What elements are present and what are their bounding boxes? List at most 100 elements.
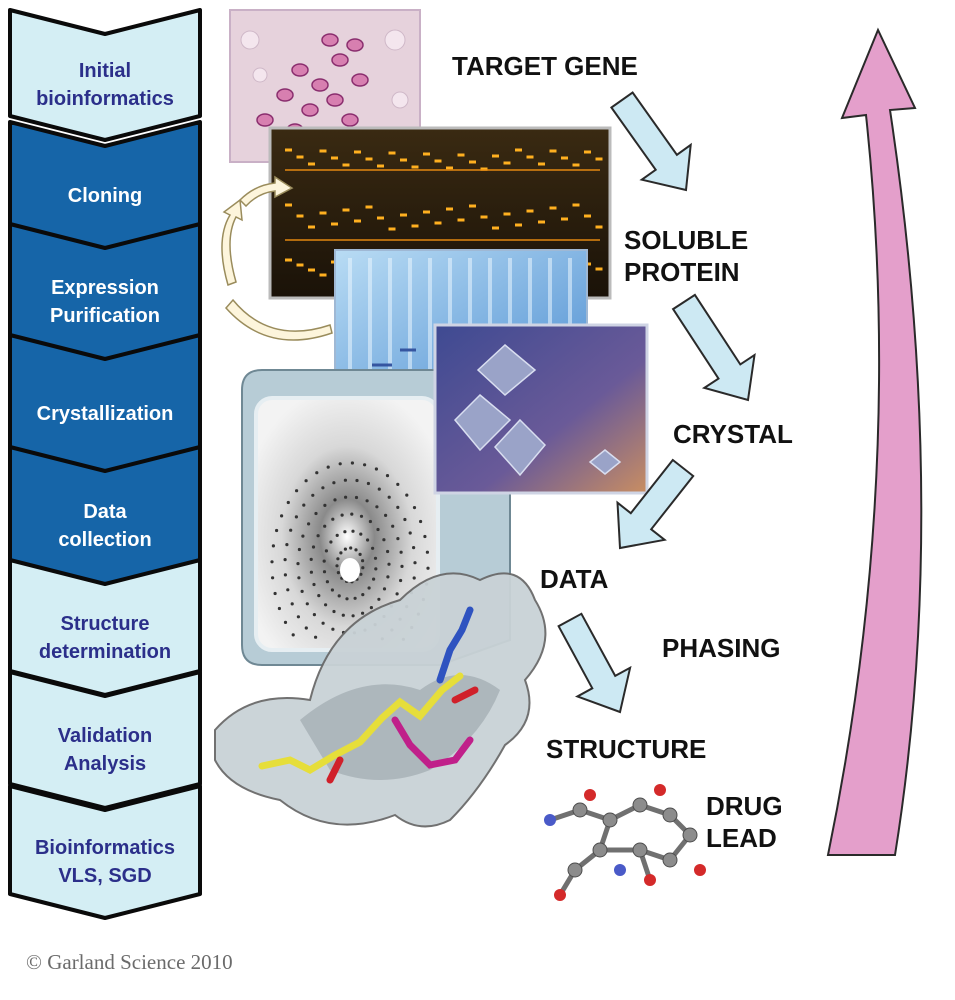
flow-arrow — [616, 458, 695, 550]
diffraction-spot — [335, 564, 339, 568]
crystal-image — [433, 323, 649, 495]
diffraction-spot — [361, 566, 365, 570]
diffraction-spot — [365, 499, 369, 503]
diffraction-spot — [369, 606, 373, 610]
diffraction-spot — [321, 486, 325, 490]
diffraction-spot — [343, 547, 347, 551]
diffraction-spot — [338, 462, 342, 466]
diffraction-spot — [340, 513, 344, 517]
diffraction-spot — [304, 479, 308, 483]
diffraction-spot — [296, 562, 300, 566]
diffraction-spot — [374, 467, 378, 471]
drug-lead-molecule — [544, 784, 706, 901]
diffraction-spot — [359, 532, 363, 536]
label-soluble-protein: SOLUBLE PROTEIN — [624, 225, 749, 287]
diffraction-spot — [385, 474, 390, 478]
diffraction-spot — [367, 586, 371, 590]
cycle-arrow — [826, 27, 923, 856]
diffraction-spot — [315, 471, 319, 475]
diffraction-spot — [302, 503, 306, 507]
label-drug-lead: DRUG LEAD — [706, 791, 783, 853]
diffraction-spot — [332, 609, 336, 614]
diffraction-spot — [391, 524, 395, 528]
diffraction-spot — [273, 591, 277, 596]
step-label: Structure determination — [38, 612, 172, 663]
diffraction-spot — [317, 594, 321, 598]
diffraction-spot — [296, 615, 300, 619]
diffraction-spot — [412, 546, 416, 550]
diffraction-spot — [350, 461, 354, 465]
diffraction-spot — [280, 514, 284, 518]
flow-arrows — [557, 91, 756, 714]
diffraction-spot — [359, 514, 364, 518]
diffraction-spot — [384, 513, 388, 518]
diffraction-spot — [387, 495, 391, 499]
label-phasing: PHASING — [662, 633, 781, 663]
flow-arrow — [557, 612, 632, 714]
diffraction-spot — [371, 546, 375, 550]
diffraction-spot — [386, 575, 390, 579]
step-label: Bioinformatics VLS, SGD — [34, 837, 176, 887]
diffraction-spot — [345, 597, 349, 601]
step-label: Expression Purification — [49, 277, 160, 327]
diffraction-spot — [377, 487, 381, 491]
label-data: DATA — [540, 564, 609, 594]
diffraction-spot — [375, 505, 379, 509]
diffraction-spot — [396, 537, 400, 541]
diffraction-spot — [331, 517, 335, 521]
diffraction-spot — [335, 533, 339, 538]
chevron-column — [8, 8, 202, 920]
diffraction-spot — [333, 498, 337, 502]
diffraction-spot — [350, 512, 354, 516]
diffraction-spot — [376, 527, 380, 532]
diffraction-spot — [309, 570, 313, 574]
diffraction-spot — [291, 633, 295, 637]
diffraction-spot — [426, 566, 430, 570]
diffraction-spot — [374, 567, 378, 571]
diffraction-spot — [311, 493, 315, 497]
diffraction-spot — [372, 577, 376, 581]
label-structure: STRUCTURE — [546, 734, 707, 764]
diffraction-spot — [396, 482, 400, 486]
diffraction-spot — [305, 602, 309, 606]
diffraction-spot — [290, 602, 294, 606]
diffraction-spot — [425, 550, 429, 554]
diffraction-spot — [289, 528, 293, 532]
diffraction-spot — [343, 530, 347, 534]
diffraction-spot — [373, 556, 378, 560]
diffraction-spot — [396, 505, 400, 509]
diffraction-spot — [332, 481, 336, 485]
diffraction-spot — [312, 582, 316, 587]
diffraction-spot — [283, 558, 287, 562]
diffraction-spot — [301, 534, 305, 538]
diffraction-spot — [270, 560, 274, 564]
diffraction-spot — [321, 621, 325, 625]
diffraction-spot — [309, 557, 313, 562]
diffraction-spot — [366, 481, 370, 486]
diffraction-spot — [423, 534, 427, 539]
diffraction-spot — [412, 506, 417, 510]
diffraction-spot — [323, 503, 327, 507]
copyright-notice: © Garland Science 2010 — [26, 950, 233, 974]
diffraction-spot — [399, 550, 403, 554]
diffraction-spot — [329, 540, 333, 544]
diffraction-spot — [341, 613, 345, 617]
diffraction-spot — [400, 564, 404, 569]
step-chevron — [8, 8, 202, 142]
step-label: Crystallization — [36, 402, 174, 425]
step-label: Cloning — [67, 185, 143, 207]
step-label: Validation Analysis — [57, 725, 153, 775]
diffraction-spot — [351, 529, 355, 533]
diffraction-spot — [271, 576, 275, 580]
diffraction-spot — [405, 493, 409, 497]
diffraction-spot — [283, 620, 288, 625]
flow-arrow — [671, 293, 756, 402]
diffraction-spot — [325, 580, 329, 584]
diffraction-spot — [399, 578, 403, 583]
diffraction-spot — [324, 603, 328, 607]
diffraction-spot — [361, 559, 365, 563]
diffraction-spot — [358, 552, 362, 557]
diffraction-spot — [361, 611, 365, 615]
diffraction-spot — [353, 596, 357, 600]
